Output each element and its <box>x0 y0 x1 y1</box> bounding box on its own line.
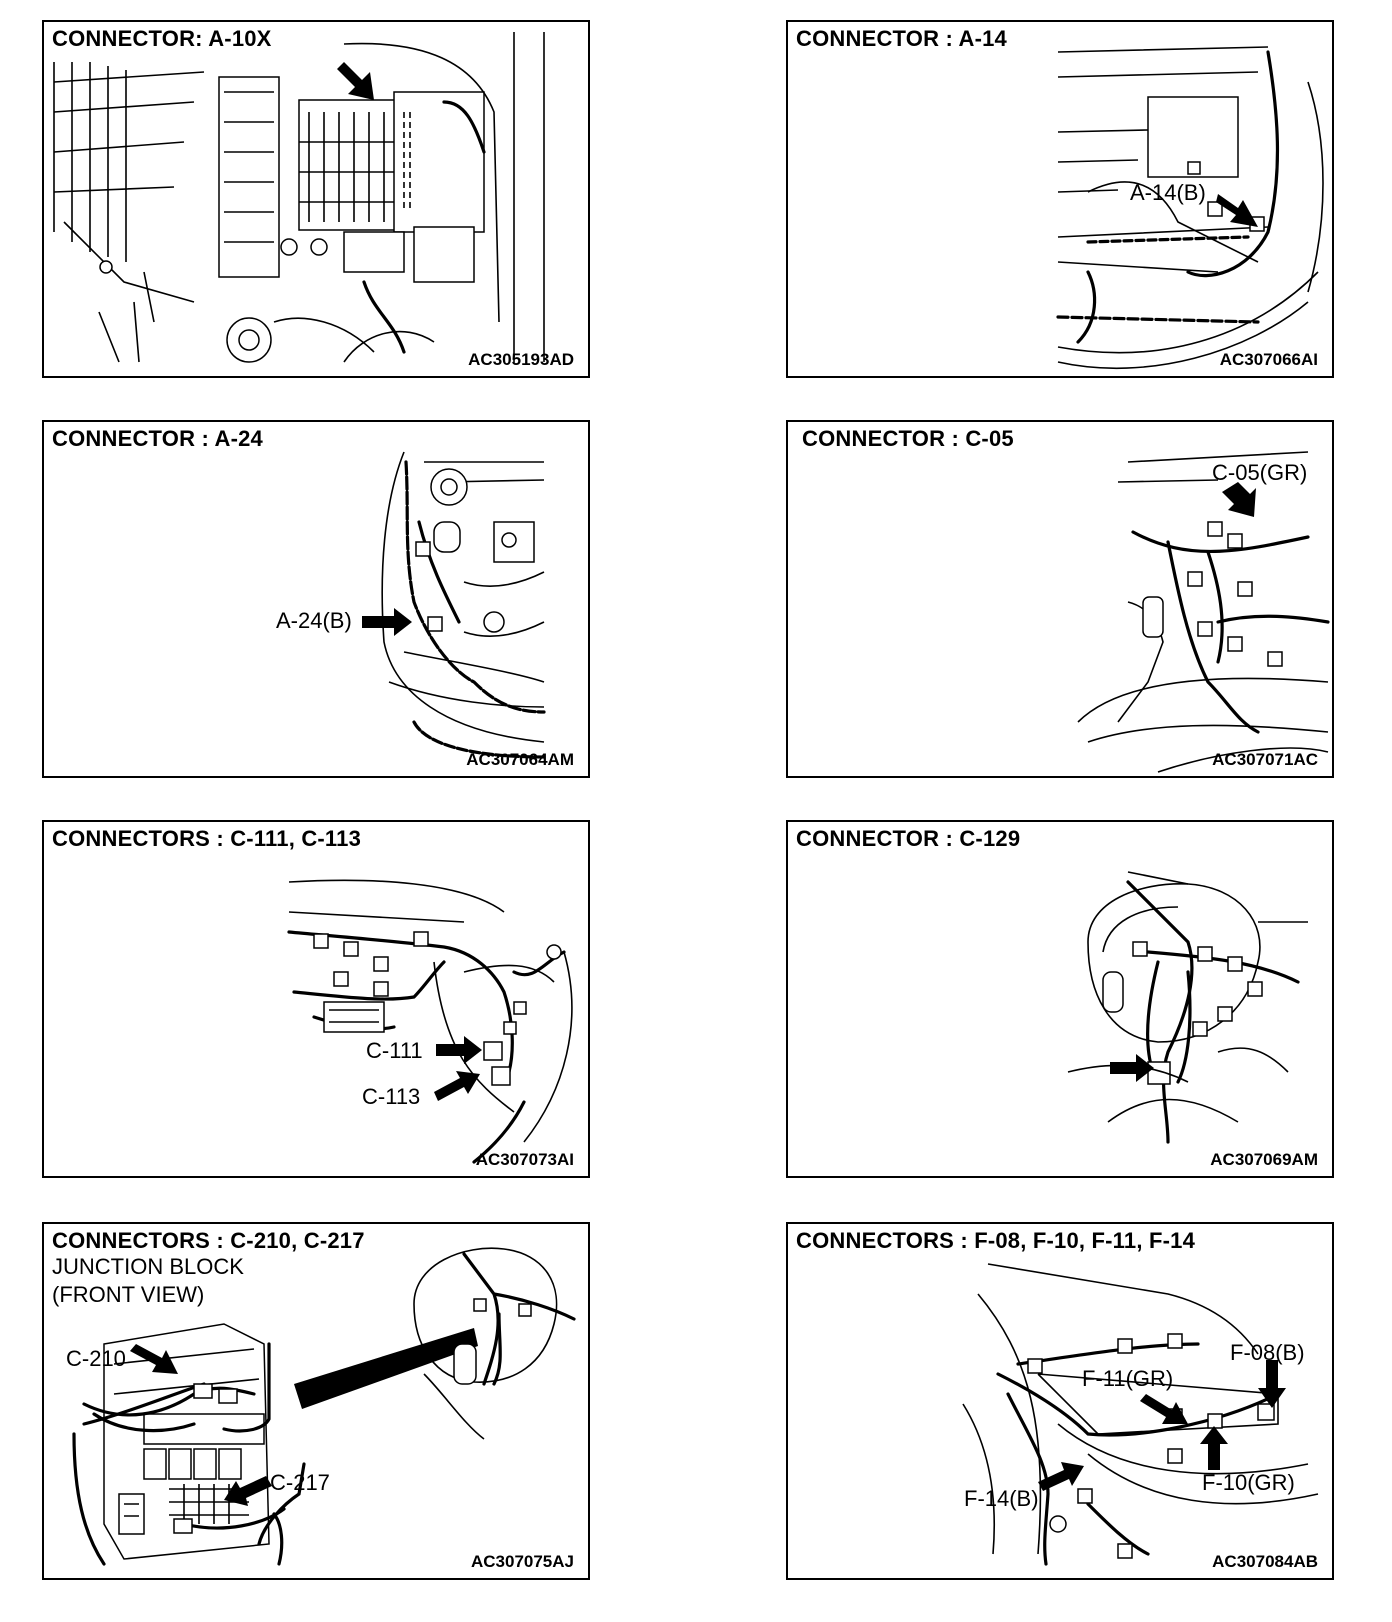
diagram-panel-c-111-c-113: CONNECTORS : C-111, C-113 C-111 C-113 AC… <box>42 820 590 1178</box>
panel-subtitle-front-view: (FRONT VIEW) <box>52 1282 205 1307</box>
figure-code: AC307066AI <box>1219 350 1318 369</box>
panel-title: CONNECTOR : A-24 <box>52 426 263 451</box>
connector-callout-a-14: A-14(B) <box>1130 180 1206 205</box>
diagram-panel-c-210-c-217: CONNECTORS : C-210, C-217 JUNCTION BLOCK… <box>42 1222 590 1580</box>
connector-callout-f-10: F-10(GR) <box>1202 1470 1295 1495</box>
connector-callout-f-08: F-08(B) <box>1230 1340 1305 1365</box>
center-console-harness-illustration <box>1077 451 1330 773</box>
panel-title: CONNECTOR : C-05 <box>802 426 1014 451</box>
panel-subtitle-junction-block: JUNCTION BLOCK <box>52 1254 244 1279</box>
diagram-panel-a-14: CONNECTOR : A-14 A-14(B) AC307066AI <box>786 20 1334 378</box>
diagram-panel-c-129: CONNECTOR : C-129 AC307069AM <box>786 820 1334 1178</box>
panel-title: CONNECTORS : F-08, F-10, F-11, F-14 <box>796 1228 1196 1253</box>
panel-title: CONNECTOR : A-14 <box>796 26 1007 51</box>
diagram-panel-f-08-f-10-f-11-f-14: CONNECTORS : F-08, F-10, F-11, F-14 F-08… <box>786 1222 1334 1580</box>
front-bumper-harness-illustration <box>1056 46 1324 370</box>
figure-code: AC307064AM <box>466 750 574 769</box>
connector-callout-f-11: F-11(GR) <box>1082 1366 1174 1391</box>
connector-callout-c-05: C-05(GR) <box>1212 460 1308 485</box>
figure-code: AC307071AC <box>1212 750 1318 769</box>
trunk-lid-harness-illustration <box>962 1263 1319 1566</box>
connector-callout-c-111: C-111 <box>366 1038 423 1063</box>
connector-callout-c-217: C-217 <box>270 1470 330 1495</box>
connector-callout-a-24: A-24(B) <box>276 608 352 633</box>
engine-compartment-harness-illustration <box>362 451 546 759</box>
diagram-panel-a-24: CONNECTOR : A-24 A-24(B) AC307064AM <box>42 420 590 778</box>
diagram-panel-c-05: CONNECTOR : C-05 C-05(GR) AC307071AC <box>786 420 1334 778</box>
panel-title: CONNECTORS : C-111, C-113 <box>52 826 362 851</box>
junction-block-illustration <box>72 1247 576 1566</box>
figure-code: AC307073AI <box>475 1150 574 1169</box>
figure-code: AC307084AB <box>1212 1552 1318 1571</box>
panel-title: CONNECTORS : C-210, C-217 <box>52 1228 365 1253</box>
connector-callout-c-210: C-210 <box>66 1346 126 1371</box>
connector-callout-c-113: C-113 <box>362 1084 421 1109</box>
instrument-panel-harness-illustration <box>287 879 573 1164</box>
figure-code: AC307069AM <box>1210 1150 1318 1169</box>
connector-callout-f-14: F-14(B) <box>964 1486 1039 1511</box>
figure-code: AC307075AJ <box>470 1552 574 1571</box>
steering-column-harness-illustration <box>1067 871 1308 1144</box>
diagram-panel-a-10x: CONNECTOR: A-10X AC305193AD <box>42 20 590 378</box>
figure-code: AC305193AD <box>468 350 574 369</box>
engine-bay-fuse-box-illustration <box>53 32 545 363</box>
panel-title: CONNECTOR: A-10X <box>52 26 272 51</box>
panel-title: CONNECTOR : C-129 <box>796 826 1021 851</box>
